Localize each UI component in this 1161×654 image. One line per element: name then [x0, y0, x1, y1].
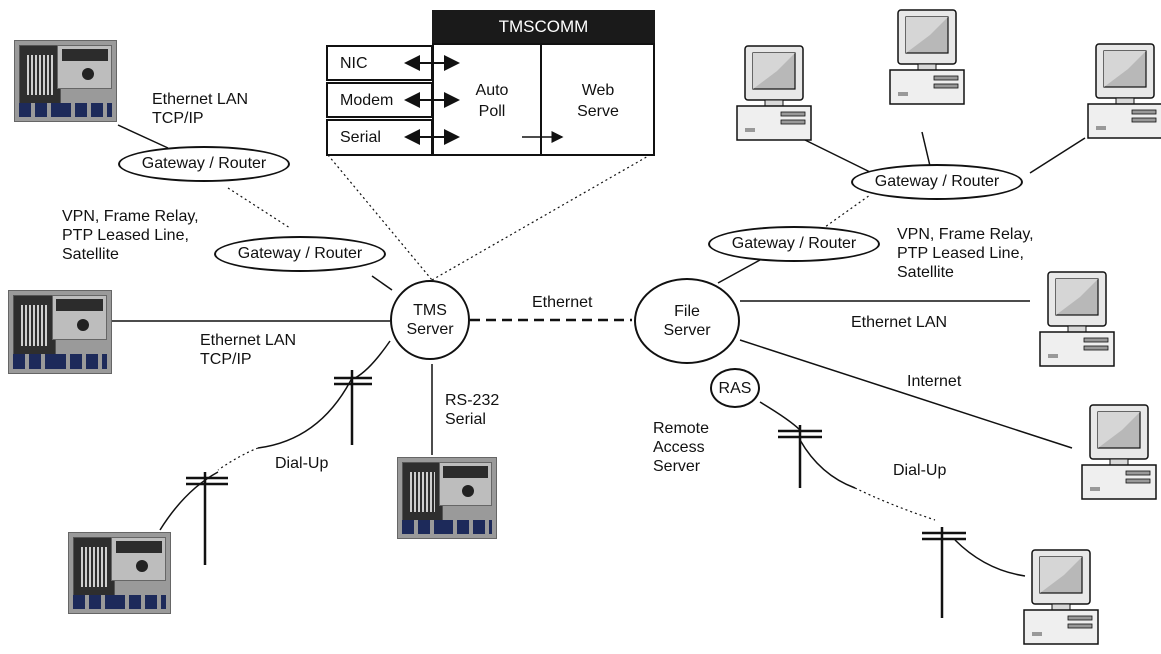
controller-device-bottom-center	[397, 457, 497, 539]
tms-server-node: TMS Server	[390, 280, 470, 360]
controller-device-bottom-left	[68, 532, 171, 614]
label-dialup-left: Dial-Up	[275, 455, 329, 472]
port-nic-label: NIC	[340, 55, 368, 72]
tmscomm-title: TMSCOMM	[498, 17, 589, 36]
label-internet: Internet	[907, 373, 962, 390]
port-serial-label: Serial	[340, 129, 381, 146]
label-rs232: RS-232 Serial	[445, 392, 500, 428]
controller-device-top-left	[14, 40, 117, 122]
label-ethernet-lan-right: Ethernet LAN	[851, 314, 948, 331]
tmscomm-title-bar: TMSCOMM	[432, 10, 655, 44]
label-ethernet-lan-tcp-mid: Ethernet LAN TCP/IP	[200, 332, 297, 368]
auto-poll-label: Auto Poll	[475, 82, 509, 120]
ras-node: RAS	[710, 368, 760, 408]
computer-icon	[1023, 549, 1099, 645]
file-server-node: File Server	[634, 278, 740, 364]
port-modem-label: Modem	[340, 92, 394, 109]
gateway-router-right-top: Gateway / Router	[851, 164, 1023, 200]
computer-icon	[1087, 43, 1161, 139]
computer-icon	[1039, 271, 1115, 367]
label-vpn-right: VPN, Frame Relay, PTP Leased Line, Satel…	[897, 226, 1034, 281]
computer-icon	[889, 9, 965, 105]
label-ethernet-lan-tcp-top: Ethernet LAN TCP/IP	[152, 91, 249, 127]
label-dialup-right: Dial-Up	[893, 462, 947, 479]
tmscomm-arrows	[404, 55, 564, 145]
computer-icon	[1081, 404, 1157, 500]
label-remote-access-server: Remote Access Server	[653, 420, 710, 475]
tmscomm-block: TMSCOMM NIC Modem Serial Auto Poll Web S…	[326, 10, 655, 156]
gateway-router-left-top: Gateway / Router	[118, 146, 290, 182]
gateway-router-right-mid: Gateway / Router	[708, 226, 880, 262]
label-ethernet: Ethernet	[532, 294, 593, 311]
web-serve-label: Web Serve	[577, 82, 619, 120]
gateway-router-left-mid: Gateway / Router	[214, 236, 386, 272]
controller-device-mid-left	[8, 290, 112, 374]
label-vpn-left: VPN, Frame Relay, PTP Leased Line, Satel…	[62, 208, 199, 263]
tmscomm-divider	[540, 43, 542, 156]
computer-icon	[736, 45, 812, 141]
